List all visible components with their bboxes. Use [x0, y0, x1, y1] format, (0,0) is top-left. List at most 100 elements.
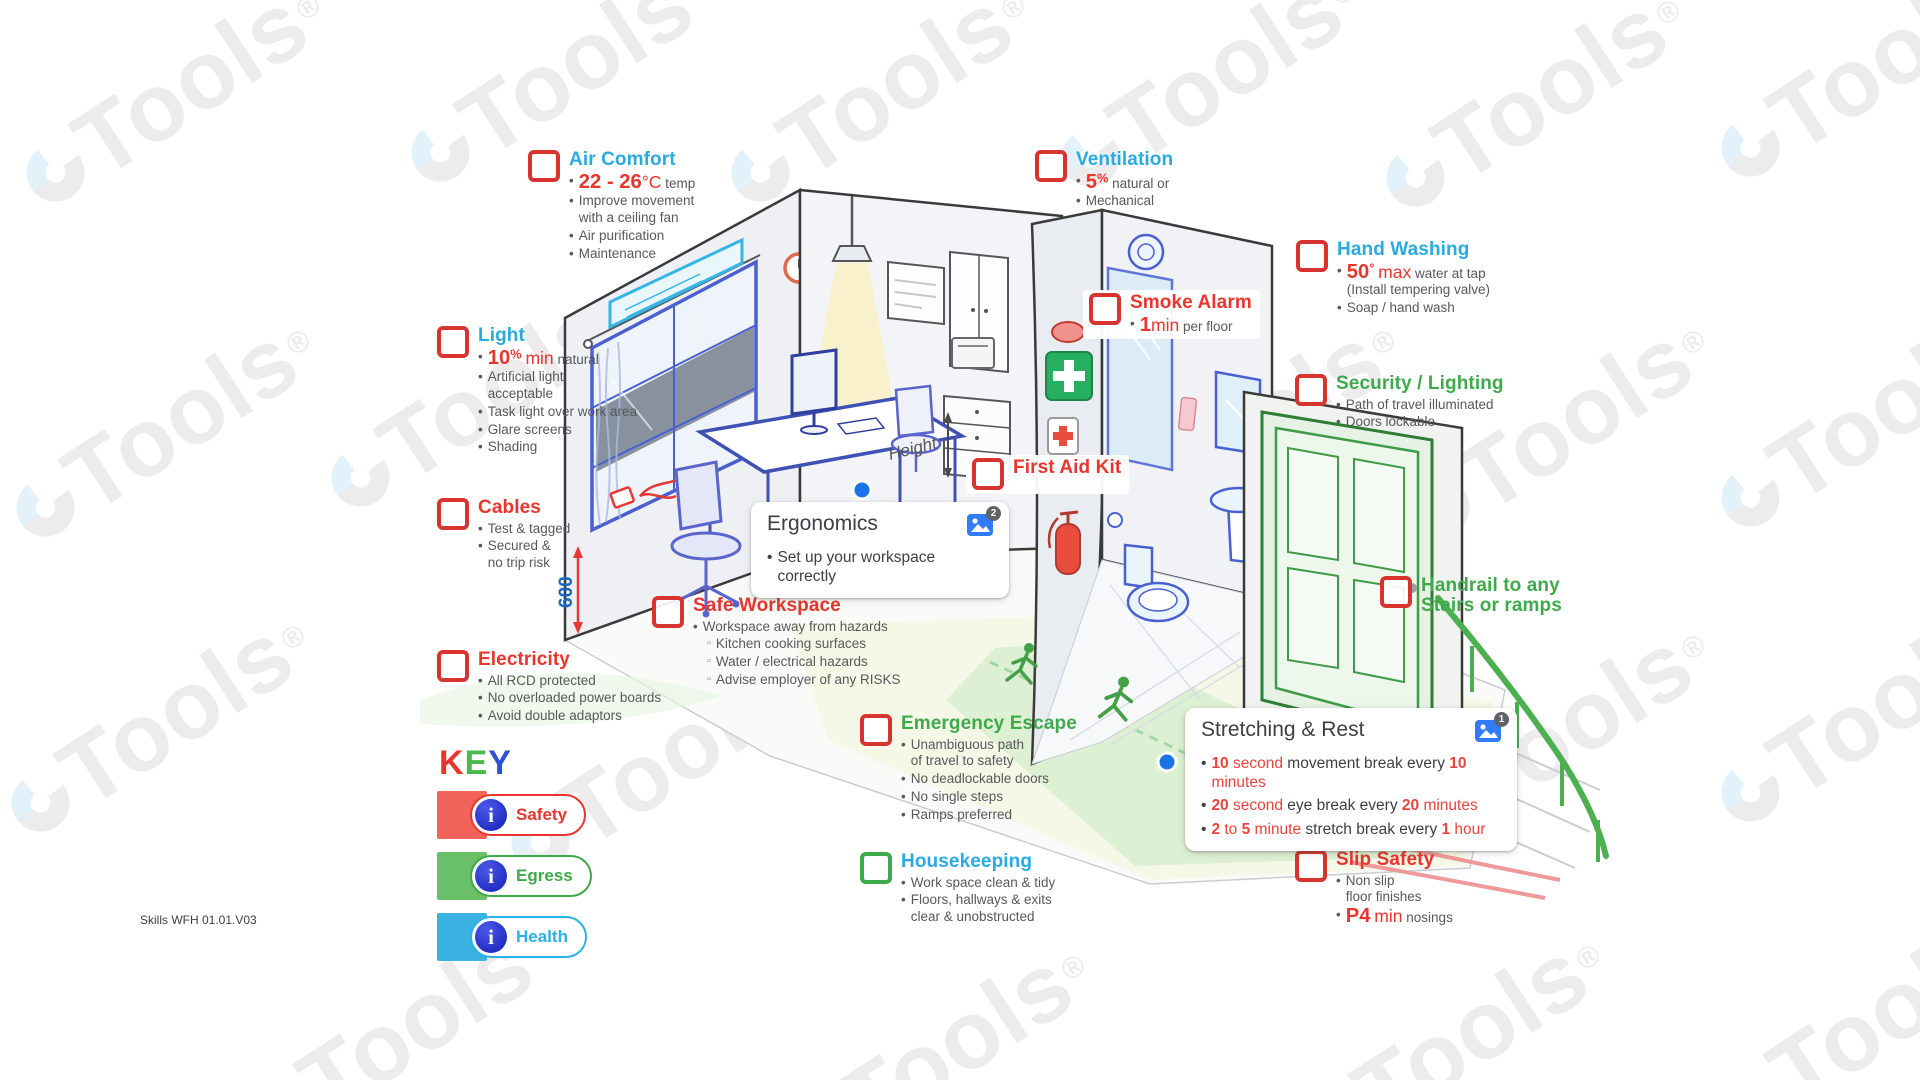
power-outlet [609, 486, 635, 509]
safe-workspace-bullet: • Workspace away from hazards [693, 619, 901, 636]
light-bullet: •Shading [478, 439, 637, 456]
text-segment: Maintenance [578, 245, 657, 261]
text-segment: 22 - 26 [578, 170, 642, 193]
checkbox-safe-workspace[interactable] [652, 596, 684, 628]
bullet-marker: ▫ [707, 637, 711, 650]
text-segment: of travel to safety [910, 753, 1014, 769]
info-icon: i [475, 860, 507, 892]
left-wall: 600 [556, 187, 815, 642]
checkbox-security-lighting[interactable] [1295, 374, 1327, 406]
text-segment: with a ceiling fan [578, 210, 679, 226]
image-icon-button[interactable]: 1 [1475, 712, 1509, 747]
checkbox-smoke-alarm[interactable] [1089, 293, 1121, 325]
label-body: Hand Washing•50° max water at tap(Instal… [1337, 240, 1490, 317]
label-body: Safe Workspace•Workspace away from hazar… [693, 596, 901, 689]
bullet-marker: • [1336, 396, 1341, 412]
ventilation-bullet: • Mechanical [1076, 193, 1173, 210]
bullet-line: No overloaded power boards [488, 690, 661, 707]
version-label: Skills WFH 01.01.V03 [140, 913, 257, 927]
text-segment: nosings [1402, 910, 1453, 926]
printer [951, 337, 995, 369]
bullet-marker: • [478, 369, 483, 385]
cables-bullet: •Test & tagged [478, 521, 570, 538]
bullet-marker: • [1076, 193, 1081, 209]
bullet-text: Air purification [579, 228, 665, 245]
bullet-line: Unambiguous path [911, 737, 1024, 754]
text-segment: temp [661, 175, 696, 191]
security-lighting-bullet: •Path of travel illuminated [1336, 397, 1504, 414]
bullet-text: Set up your workspace correctly [777, 548, 993, 586]
bullet-marker: • [901, 736, 906, 752]
checkbox-emergency-escape[interactable] [860, 714, 892, 746]
title-line: Handrail to any [1421, 575, 1560, 596]
hand-washing-bullet: •Soap / hand wash [1337, 300, 1490, 317]
second-chair [890, 384, 942, 472]
bullet-marker: • [478, 672, 483, 688]
bullet-marker: • [693, 618, 698, 634]
exit-door-wall [1242, 390, 1609, 900]
checkbox-housekeeping[interactable] [860, 852, 892, 884]
image-icon-button[interactable]: 2 [967, 506, 1001, 541]
label-electricity: Electricity•All RCD protected•No overloa… [437, 650, 661, 725]
checkbox-electricity[interactable] [437, 650, 469, 682]
checkbox-slip-safety[interactable] [1295, 850, 1327, 882]
checkbox-hand-washing[interactable] [1296, 240, 1328, 272]
security-lighting-bullet: •Doors lockable [1336, 414, 1504, 431]
bullet-line: floor finishes [1346, 889, 1422, 906]
text-segment: Unambiguous path [910, 736, 1025, 752]
bullet-text: Ramps preferred [911, 807, 1012, 824]
label-title-smoke-alarm: Smoke Alarm [1130, 293, 1252, 313]
checkbox-ventilation[interactable] [1035, 150, 1067, 182]
checkbox-handrail[interactable] [1380, 576, 1412, 608]
label-body: Air Comfort•22 - 26°C temp•Improve movem… [569, 150, 695, 262]
text-segment: min [525, 347, 554, 368]
label-title-hand-washing: Hand Washing [1337, 240, 1490, 260]
bullet-line: Avoid double adaptors [488, 708, 622, 725]
label-body: First Aid Kit [1013, 458, 1121, 481]
bullet-line: Path of travel illuminated [1346, 397, 1494, 414]
bullet-marker: • [569, 193, 574, 209]
bullet-line: Mechanical [1086, 193, 1154, 210]
text-segment: 20 [1211, 797, 1229, 815]
bullet-marker: • [1201, 755, 1207, 772]
key-item-label: Safety [516, 805, 568, 824]
bullet-marker: • [901, 892, 906, 908]
exit-door[interactable] [1260, 410, 1434, 744]
bullet-marker: • [1337, 262, 1342, 278]
bullet-line: Soap / hand wash [1347, 300, 1455, 317]
label-smoke-alarm: Smoke Alarm•1min per floor [1083, 290, 1260, 340]
bullet-text: Avoid double adaptors [488, 708, 622, 725]
stretching-rest-bullet: •10 second movement break every 10 minut… [1201, 754, 1501, 792]
bullet-line: Secured & [488, 538, 551, 555]
bullet-line: Workspace away from hazards [703, 619, 888, 636]
label-housekeeping: Housekeeping•Work space clean & tidy•Flo… [860, 852, 1055, 926]
stretching-rest-bullet: •2 to 5 minute stretch break every 1 hou… [1201, 820, 1501, 839]
text-segment: minutes [1211, 774, 1266, 792]
checkbox-air-comfort[interactable] [528, 150, 560, 182]
checkbox-first-aid-kit[interactable] [972, 458, 1004, 490]
title-line: Housekeeping [901, 851, 1033, 872]
text-segment: floor finishes [1345, 889, 1422, 905]
bullet-line: Floors, hallways & exits [911, 892, 1052, 909]
keyboard [836, 417, 886, 435]
checkbox-cables[interactable] [437, 498, 469, 530]
bullet-line: Advise employer of any RISKS [716, 672, 901, 689]
text-segment: Path of travel illuminated [1345, 396, 1494, 412]
stretching-rest-bullet: •20 second eye break every 20 minutes [1201, 796, 1501, 815]
poi-dot[interactable] [851, 479, 873, 501]
label-air-comfort: Air Comfort•22 - 26°C temp•Improve movem… [528, 150, 695, 262]
label-hand-washing: Hand Washing•50° max water at tap(Instal… [1296, 240, 1490, 317]
checkbox-light[interactable] [437, 326, 469, 358]
slip-safety-bullet: •P4 min nosings [1336, 906, 1453, 927]
poi-dot[interactable] [1156, 751, 1178, 773]
bullet-marker: • [1130, 315, 1135, 331]
